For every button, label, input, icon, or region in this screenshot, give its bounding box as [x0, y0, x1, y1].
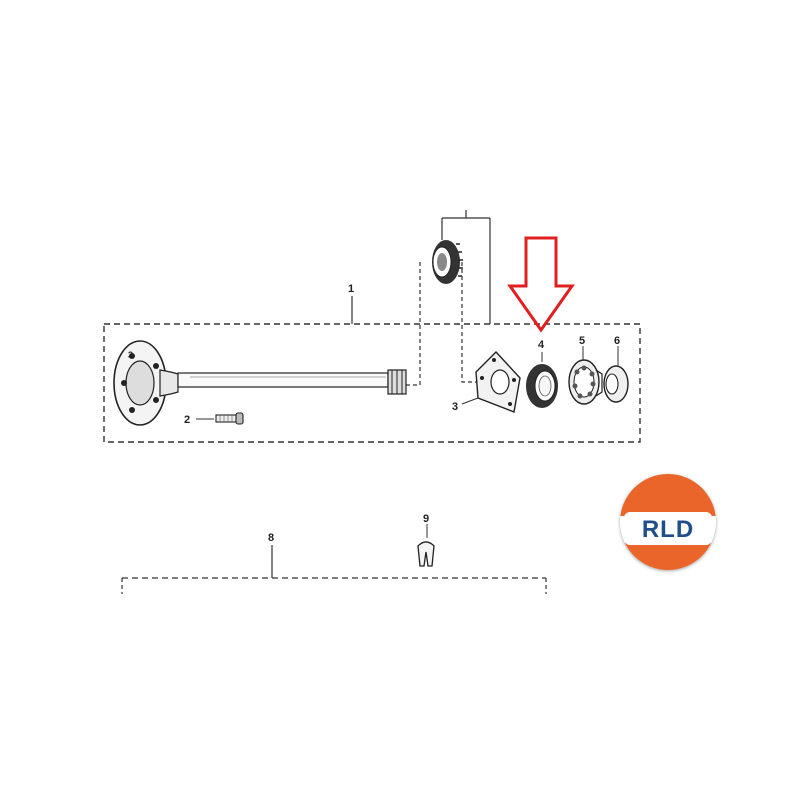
wheel-bearing — [568, 346, 603, 405]
callout-2: 2 — [184, 414, 190, 426]
wheel-stud — [196, 412, 244, 425]
assembly-group-frame — [103, 323, 641, 443]
callout-9: 9 — [423, 513, 429, 525]
callout-3-plate: 3 — [452, 401, 458, 413]
retainer-plate — [461, 350, 521, 413]
ring-gear — [432, 240, 463, 284]
lower-assembly-bracket — [121, 545, 547, 594]
retaining-ring — [603, 346, 629, 403]
callout-6: 6 — [614, 335, 620, 347]
callout-8: 8 — [268, 532, 274, 544]
down-arrow-icon — [507, 236, 575, 333]
axle-shaft — [113, 340, 407, 426]
logo-text: RLD — [641, 516, 695, 544]
rld-logo: RLD — [620, 474, 716, 570]
callout-1: 1 — [348, 283, 354, 295]
oil-seal — [526, 352, 558, 408]
callout-5: 5 — [579, 335, 585, 347]
callout-3-hub: 3 — [128, 350, 133, 360]
spring-clip — [417, 524, 435, 567]
callout-4: 4 — [538, 339, 545, 351]
gear-bracket — [402, 210, 491, 386]
